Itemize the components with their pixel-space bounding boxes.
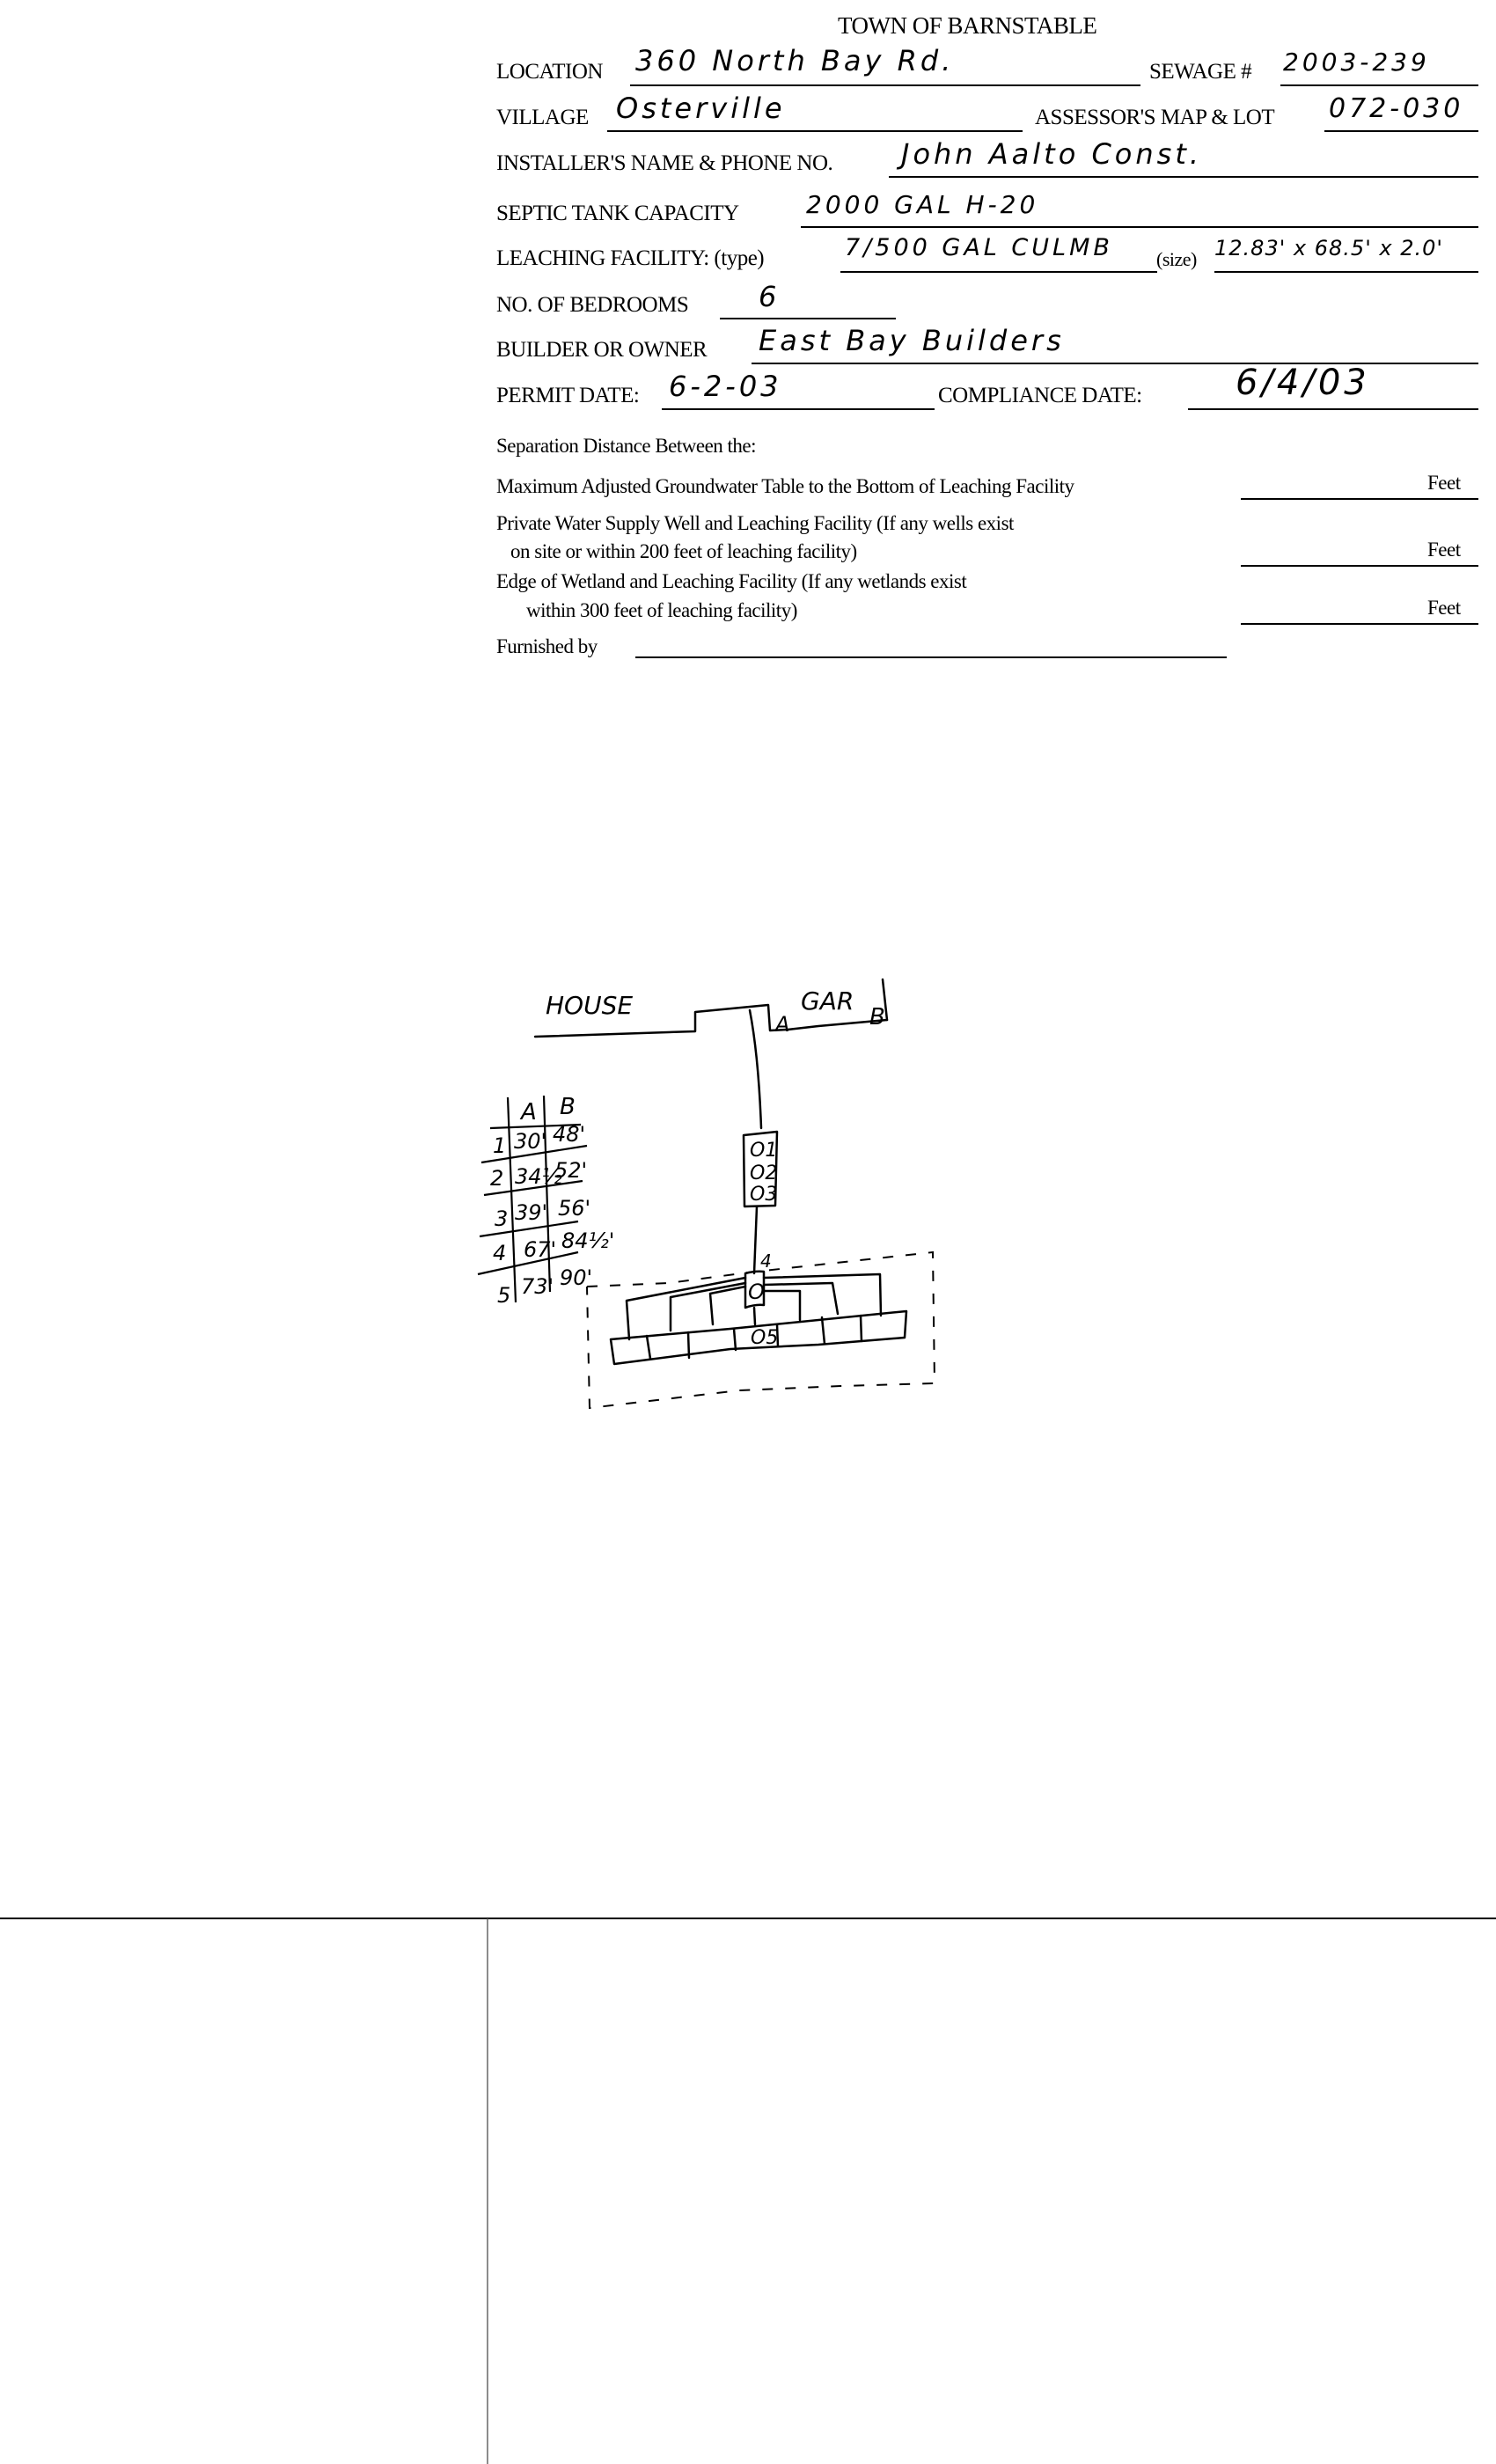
well-line	[1241, 565, 1478, 567]
leaching-type-line	[840, 271, 1157, 273]
tie-row-b: 84½'	[561, 1228, 614, 1253]
well-text-1: Private Water Supply Well and Leaching F…	[496, 512, 1014, 534]
tie-row-a: 34½	[515, 1164, 562, 1189]
sewage-line	[1280, 84, 1478, 86]
permit-date-line	[662, 408, 935, 410]
sewage-label: SEWAGE #	[1149, 60, 1252, 84]
tie-table-rows: 1 30' 48' 2 34½ 52' 3 39' 56' 4 67' 84½'…	[490, 1122, 614, 1308]
tie-row-number: 3	[495, 1206, 508, 1231]
bedrooms-value: 6	[759, 280, 781, 313]
groundwater-feet: Feet	[1427, 472, 1461, 494]
bedrooms-line	[720, 318, 896, 319]
furnished-line	[635, 656, 1227, 658]
builder-value: East Bay Builders	[759, 324, 1065, 357]
permit-date-value: 6-2-03	[669, 370, 782, 403]
location-label: LOCATION	[496, 60, 604, 84]
wetland-feet: Feet	[1427, 597, 1461, 619]
separation-heading: Separation Distance Between the:	[496, 435, 757, 457]
tie-row-a: 30'	[514, 1129, 546, 1154]
bedrooms-label: NO. OF BEDROOMS	[496, 293, 689, 317]
tie-row-b: 90'	[560, 1265, 592, 1290]
map-lot-value: 072-030	[1329, 93, 1464, 124]
sewage-value: 2003-239	[1283, 48, 1430, 77]
garage-end-line	[881, 978, 889, 1022]
map-lot-line	[1324, 130, 1478, 132]
outlet-pipe	[752, 1205, 759, 1275]
permit-date-label: PERMIT DATE:	[496, 384, 640, 407]
builder-line	[752, 363, 1478, 364]
point-b-label: B	[869, 1004, 885, 1030]
tie-row-number: 4	[493, 1241, 506, 1265]
manifold-pipes	[625, 1272, 883, 1341]
wetland-text-1: Edge of Wetland and Leaching Facility (I…	[496, 570, 967, 592]
septic-line	[801, 226, 1478, 228]
village-line	[607, 130, 1023, 132]
tie-row-b: 52'	[554, 1158, 587, 1183]
wetland-line	[1241, 623, 1478, 625]
well-text-2: on site or within 200 feet of leaching f…	[510, 540, 857, 562]
tie-header-a: A	[519, 1099, 537, 1126]
furnished-label: Furnished by	[496, 635, 598, 657]
wetland-text-2: within 300 feet of leaching facility)	[526, 599, 797, 621]
tie-row-b: 56'	[558, 1196, 590, 1221]
compliance-date-value: 6/4/03	[1236, 363, 1370, 403]
village-label: VILLAGE	[496, 106, 589, 129]
groundwater-line	[1241, 498, 1478, 500]
point-a-label: A	[774, 1012, 789, 1037]
installer-line	[889, 176, 1478, 178]
well-feet: Feet	[1427, 539, 1461, 561]
garage-label: GAR	[801, 986, 854, 1016]
tank-label-1: O1	[750, 1140, 777, 1162]
tie-row-number: 5	[497, 1283, 510, 1308]
compliance-date-line	[1188, 408, 1478, 410]
installer-value: John Aalto Const.	[901, 137, 1203, 171]
compliance-date-label: COMPLIANCE DATE:	[938, 384, 1142, 407]
tie-header-b: B	[560, 1094, 576, 1120]
tank-label-3: O3	[750, 1184, 777, 1206]
location-value: 360 North Bay Rd.	[635, 44, 955, 77]
building-sewer-pipe	[748, 1008, 763, 1130]
chamber-dividers	[645, 1314, 863, 1360]
tie-row-number: 1	[493, 1133, 506, 1158]
chamber-label: O5	[751, 1327, 778, 1349]
tank-label-2: O2	[750, 1162, 777, 1184]
location-line	[630, 84, 1140, 86]
house-label: HOUSE	[546, 991, 633, 1020]
size-label: (size)	[1156, 248, 1197, 270]
leaching-type-value: 7/500 GAL CULMB	[845, 234, 1113, 261]
leaching-label: LEACHING FACILITY: (type)	[496, 246, 765, 270]
tie-row-a: 39'	[515, 1200, 547, 1225]
builder-label: BUILDER OR OWNER	[496, 338, 708, 362]
tie-row-a: 73'	[521, 1274, 554, 1299]
dbox-number: 4	[760, 1250, 772, 1272]
tie-row-number: 2	[490, 1166, 503, 1191]
septic-tank	[742, 1130, 779, 1208]
size-value: 12.83' x 68.5' x 2.0'	[1214, 236, 1444, 260]
map-lot-label: ASSESSOR'S MAP & LOT	[1035, 106, 1275, 129]
village-value: Osterville	[616, 92, 786, 125]
house-garage-outline	[533, 1003, 889, 1038]
size-line	[1214, 271, 1478, 273]
tie-row-a: 67'	[524, 1237, 556, 1262]
form-title: TOWN OF BARNSTABLE	[838, 12, 1097, 39]
tie-table-grid	[477, 1095, 588, 1303]
septic-label: SEPTIC TANK CAPACITY	[496, 202, 739, 225]
tie-row-b: 48'	[553, 1122, 585, 1147]
installer-label: INSTALLER'S NAME & PHONE NO.	[496, 151, 833, 175]
septic-value: 2000 GAL H-20	[806, 190, 1039, 219]
groundwater-text: Maximum Adjusted Groundwater Table to th…	[496, 475, 1074, 497]
dbox-mark: O	[748, 1280, 765, 1304]
